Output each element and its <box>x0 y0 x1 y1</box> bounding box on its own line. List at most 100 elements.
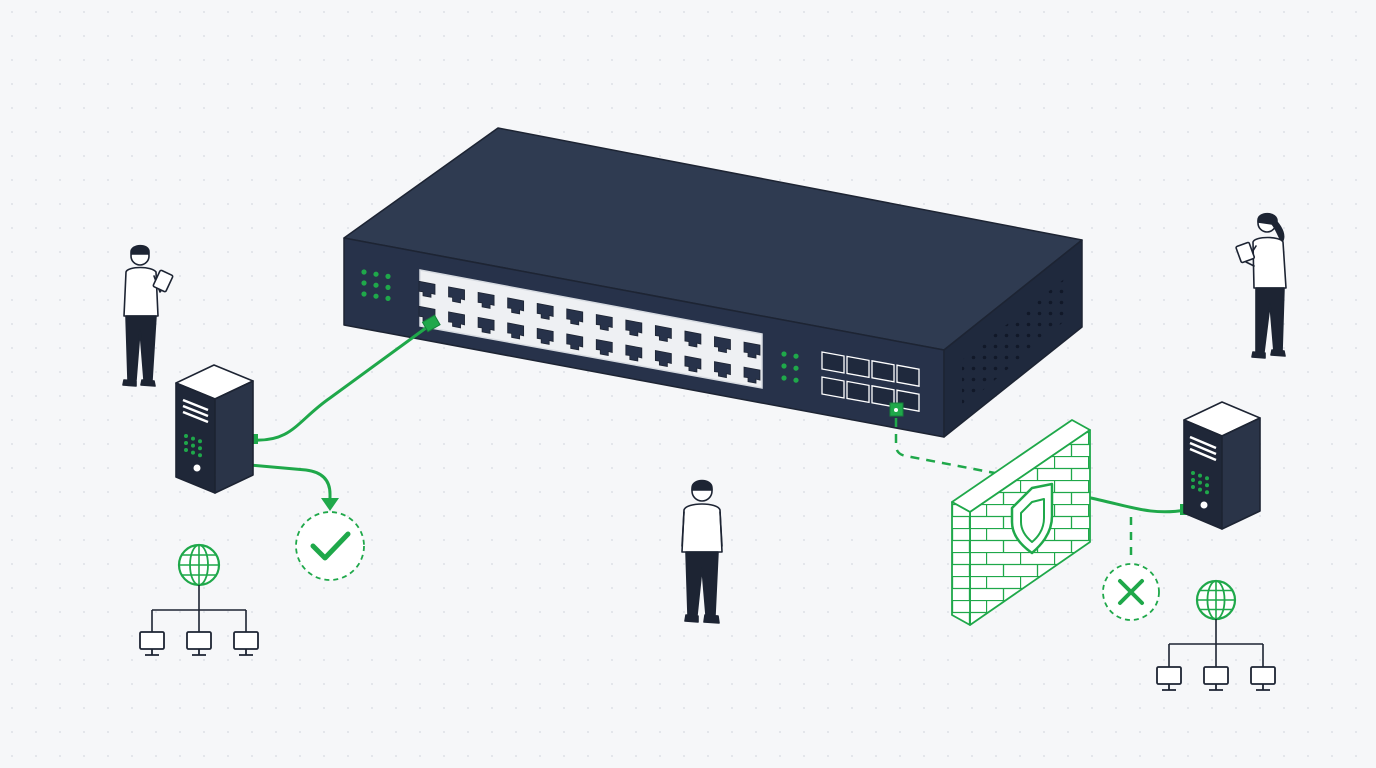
person-shirt <box>123 266 159 317</box>
connector-dot <box>894 408 898 412</box>
rj45-port <box>477 291 495 309</box>
status-led <box>361 291 367 297</box>
sfp-port <box>821 351 845 374</box>
rj45-port <box>566 333 584 351</box>
person-shoes <box>684 614 720 624</box>
firewall <box>951 419 1091 626</box>
status-led <box>781 351 787 357</box>
server-drive-bays <box>182 398 209 424</box>
status-led <box>385 273 391 279</box>
sfp-port <box>846 355 870 379</box>
computer-icon <box>186 631 212 656</box>
server-led <box>1205 490 1209 495</box>
server-led <box>191 436 195 441</box>
arrowhead-icon <box>321 498 339 511</box>
server-led <box>1198 487 1202 492</box>
sfp-port-array <box>821 351 920 412</box>
network-tree-lines <box>151 585 247 632</box>
rj45-port <box>714 336 731 354</box>
server-drive-bays <box>1189 435 1217 462</box>
tablet-icon <box>152 269 174 293</box>
person-legs <box>685 551 719 616</box>
rj45-port <box>595 339 613 356</box>
network-tree-lines <box>1168 619 1264 667</box>
rj45-port <box>654 325 672 343</box>
sfp-port <box>871 360 895 383</box>
rj45-port <box>625 319 643 337</box>
computer-icon <box>1156 666 1182 691</box>
person-hair <box>1257 212 1285 243</box>
rj45-port <box>448 286 465 304</box>
network-switch <box>343 127 1083 438</box>
switch-vent-grill <box>962 276 1068 408</box>
rj45-port <box>743 366 761 384</box>
person-shirt <box>681 503 723 553</box>
status-led-panel-left <box>361 269 391 301</box>
computer-icon <box>139 631 165 656</box>
status-led-panel-right <box>781 351 799 383</box>
server-side <box>1221 417 1261 530</box>
globe-icon <box>1195 579 1237 621</box>
shield-icon <box>1010 482 1054 555</box>
server-led <box>1205 476 1209 481</box>
person-arms <box>681 511 723 547</box>
person-shoes <box>122 379 156 387</box>
person-right-with-tablet <box>1235 212 1287 359</box>
rj45-port <box>684 330 702 348</box>
cable-connector-switch <box>421 314 441 333</box>
sfp-port <box>896 364 920 387</box>
status-led <box>385 295 391 301</box>
server-led <box>191 450 195 455</box>
server-led <box>1198 480 1202 485</box>
rj45-port <box>536 302 554 320</box>
cable-firewall-to-server <box>1084 495 1188 514</box>
person-shirt <box>1252 236 1287 289</box>
server-led <box>191 443 195 448</box>
rj45-port <box>507 297 525 315</box>
server-led-grid <box>184 434 202 458</box>
rj45-port-array <box>418 280 761 384</box>
status-led <box>793 377 799 383</box>
rj45-port <box>654 350 672 368</box>
rj45-port <box>684 355 702 373</box>
person-center <box>681 479 723 624</box>
rj45-port <box>566 308 584 326</box>
status-led <box>781 375 787 381</box>
status-led <box>361 280 367 286</box>
person-legs <box>1255 287 1285 353</box>
server-led <box>198 446 202 451</box>
globe-icon <box>177 543 221 587</box>
status-led <box>385 284 391 290</box>
person-shoes <box>1251 349 1286 359</box>
server-led <box>184 441 188 445</box>
firewall-side <box>951 501 971 626</box>
server-led-grid <box>1191 471 1209 495</box>
server-front <box>175 382 216 494</box>
computer-icon <box>1203 666 1229 691</box>
cable-switch-to-firewall-dashed <box>894 418 1001 476</box>
person-legs <box>125 315 157 381</box>
rj45-port <box>743 341 761 359</box>
x-mark-icon <box>1118 579 1144 605</box>
server-led <box>184 434 188 438</box>
person-left-with-tablet <box>122 244 174 387</box>
person-hair <box>691 479 713 491</box>
sfp-port <box>821 376 845 399</box>
rj45-port <box>625 344 643 362</box>
cable-server-to-switch <box>252 323 432 442</box>
rj45-port <box>714 361 731 379</box>
status-led <box>793 353 799 359</box>
rj45-port <box>477 316 495 334</box>
server-led <box>198 453 202 458</box>
status-led <box>793 365 799 371</box>
status-badge-blocked <box>1102 563 1160 621</box>
rj45-port <box>595 314 613 331</box>
status-badge-allowed <box>295 511 365 581</box>
network-group-left <box>139 543 259 656</box>
status-led <box>781 363 787 369</box>
checkmark-icon <box>310 531 351 561</box>
server-led <box>1198 473 1202 478</box>
rj45-port <box>418 280 436 298</box>
server-led <box>184 448 188 452</box>
